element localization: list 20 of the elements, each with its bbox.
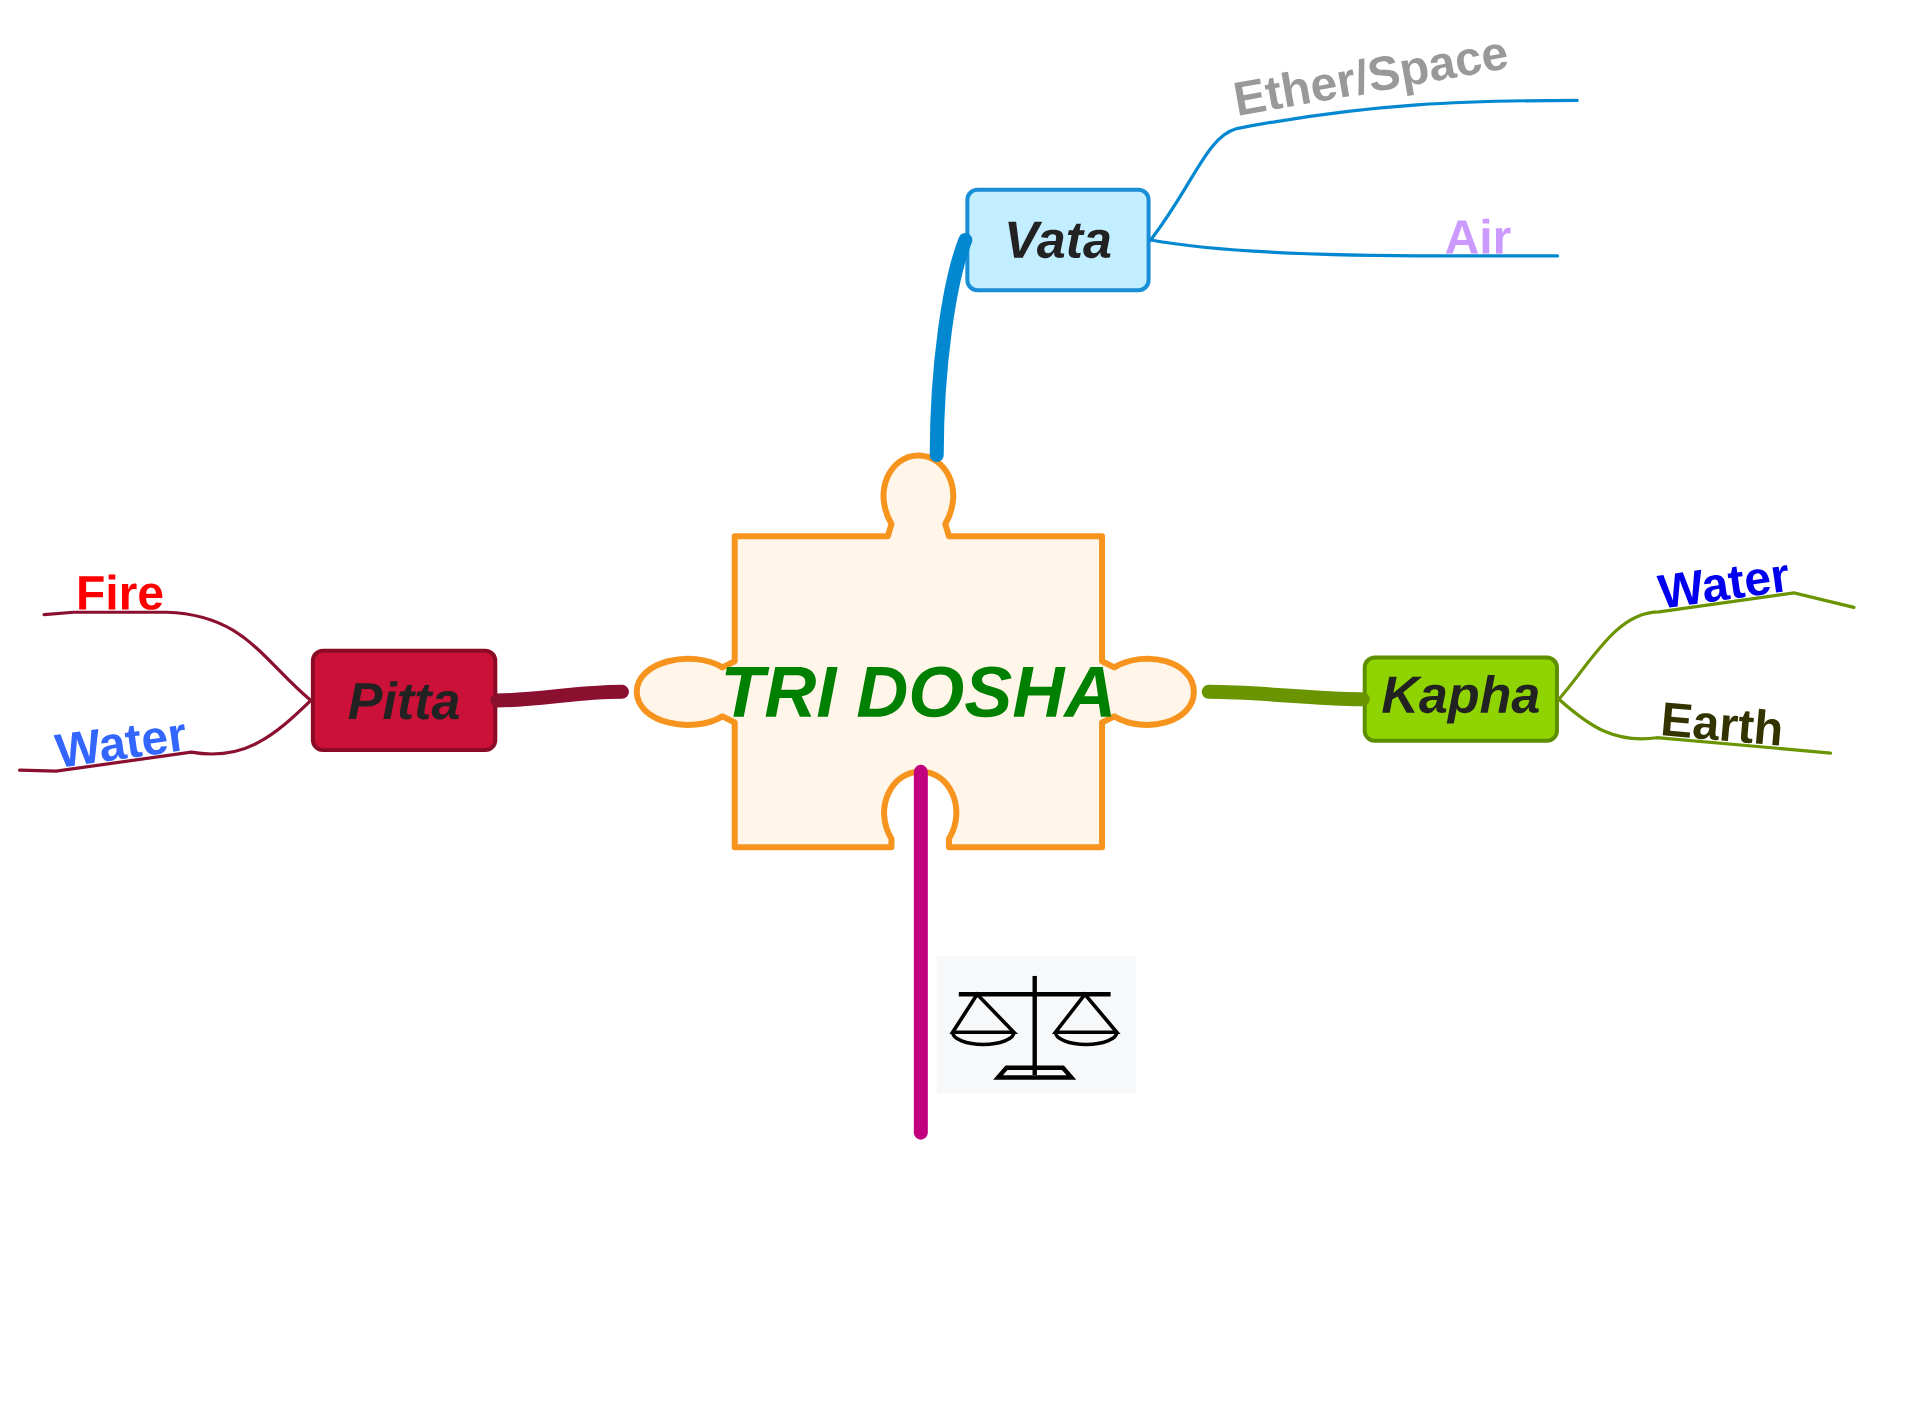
branch-line <box>1149 238 1560 258</box>
topic-box: Kapha <box>1362 655 1559 743</box>
branch-line <box>1557 697 1833 755</box>
branch-label: Earth <box>1662 702 1781 746</box>
puzzle-piece: TRI DOSHA <box>633 452 1197 851</box>
topic-box: Vata <box>965 187 1151 293</box>
branch-line <box>1557 591 1856 701</box>
branch-line <box>913 764 928 1140</box>
branch-label: Water <box>53 724 185 767</box>
branch-line <box>18 698 313 773</box>
branch-label: Fire <box>79 574 163 610</box>
branch-line <box>929 233 973 463</box>
branch-line <box>1201 684 1370 707</box>
branch-label: Air <box>1445 218 1511 254</box>
branch-label: Water <box>1656 565 1788 608</box>
branch-label: Ether/Space <box>1234 44 1508 116</box>
branch-line <box>1149 98 1579 242</box>
branch-line <box>42 610 313 702</box>
topic-box: Pitta <box>310 648 498 752</box>
branch-line <box>490 684 629 708</box>
